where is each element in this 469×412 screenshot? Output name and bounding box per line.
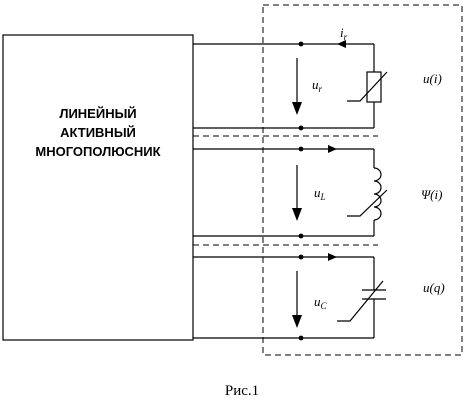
nonlinear-mark-L <box>347 189 388 217</box>
nonlinear-resistor <box>366 71 382 103</box>
block-label-line-3: МНОГОПОЛЮСНИК <box>35 144 160 159</box>
resistor-characteristic-label: u(i) <box>423 71 442 86</box>
nonlinear-inductor <box>373 167 382 221</box>
port-resistor <box>193 40 388 131</box>
port-capacitor <box>193 253 386 341</box>
inductor-characteristic-label: Ψ(i) <box>421 187 442 202</box>
current-arrow-icon-L <box>328 145 337 153</box>
current-arrow-icon-C <box>328 253 337 261</box>
nonlinear-mark-C <box>337 280 384 322</box>
voltage-label-L: uL <box>314 185 326 202</box>
nonlinear-mark-r <box>347 71 388 102</box>
capacitor-characteristic-label: u(q) <box>423 280 445 295</box>
voltage-label-C: uC <box>314 294 328 311</box>
current-arrow-icon <box>337 40 346 48</box>
voltage-arrow-icon-C <box>292 315 302 328</box>
current-label: ir <box>340 25 348 42</box>
block-label-line-2: АКТИВНЫЙ <box>60 125 136 140</box>
voltage-arrow-icon-r <box>292 102 302 115</box>
figure-caption: Рис.1 <box>225 383 259 399</box>
block-label-line-1: ЛИНЕЙНЫЙ <box>59 106 136 121</box>
multiport-block <box>2 34 194 341</box>
voltage-label-r: ur <box>312 77 323 94</box>
dashed-enclosure <box>262 4 463 356</box>
voltage-arrow-icon-L <box>292 208 302 221</box>
port-inductor <box>193 145 388 239</box>
